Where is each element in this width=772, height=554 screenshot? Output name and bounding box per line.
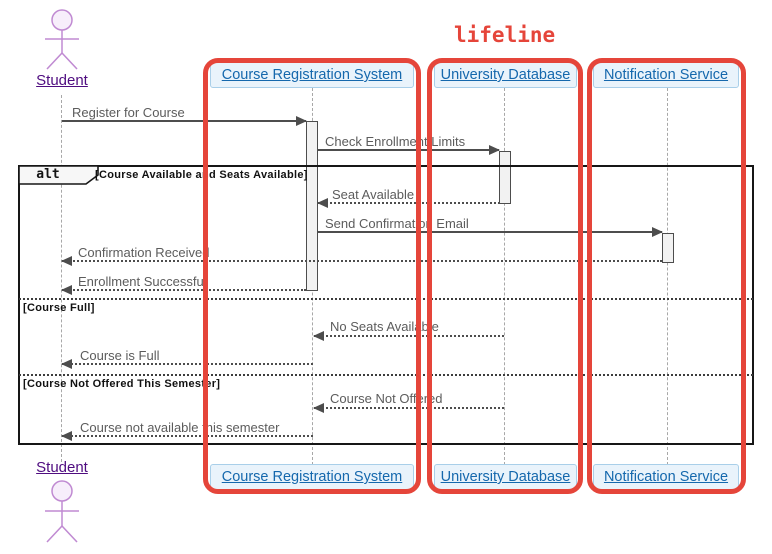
alt-divider-1 xyxy=(19,298,753,300)
arrowhead-icon xyxy=(489,145,500,155)
arrowhead-icon xyxy=(296,116,307,126)
lifeline-university-database xyxy=(504,88,505,465)
alt-condition-2: [Course Full] xyxy=(23,302,95,314)
message-arrow-course-not-offered xyxy=(313,403,504,413)
alt-divider-2 xyxy=(19,374,753,376)
message-label-no-seats-available: No Seats Available xyxy=(330,319,439,334)
student-label-top[interactable]: Student xyxy=(36,72,88,89)
participant-label[interactable]: Notification Service xyxy=(603,67,729,83)
participant-label[interactable]: University Database xyxy=(440,67,571,83)
message-arrow-seat-available xyxy=(317,198,500,208)
activation-university-database xyxy=(499,151,511,204)
lifeline-notification-service xyxy=(667,88,668,465)
arrowhead-icon xyxy=(313,331,324,341)
alt-fragment-frame xyxy=(18,165,754,445)
message-label-send-confirmation-email: Send Confirmation Email xyxy=(325,216,469,231)
participant-label[interactable]: Notification Service xyxy=(603,469,729,485)
message-arrow-no-seats-available xyxy=(313,331,504,341)
arrowhead-icon xyxy=(652,227,663,237)
participant-label[interactable]: University Database xyxy=(440,469,571,485)
message-arrow-enrollment-successful xyxy=(61,285,306,295)
arrowhead-icon xyxy=(61,256,72,266)
arrowhead-icon xyxy=(61,359,72,369)
message-arrow-register-for-course xyxy=(62,116,307,126)
student-actor-bottom-icon xyxy=(45,480,79,543)
participant-box-course-registration-system-bottom: Course Registration System xyxy=(210,464,414,490)
arrowhead-icon xyxy=(61,285,72,295)
alt-condition-1: [Course Available and Seats Available] xyxy=(95,169,308,181)
arrowhead-icon xyxy=(313,403,324,413)
lifeline-student xyxy=(61,95,62,462)
arrowhead-icon xyxy=(317,198,328,208)
alt-operator-tab xyxy=(18,165,99,185)
message-arrow-course-not-available xyxy=(61,431,313,441)
message-label-course-is-full: Course is Full xyxy=(80,348,160,363)
message-label-course-not-available: Course not available this semester xyxy=(80,420,280,435)
message-label-seat-available: Seat Available xyxy=(332,187,415,202)
participant-label[interactable]: Course Registration System xyxy=(221,469,403,485)
student-label-bottom[interactable]: Student xyxy=(36,459,88,476)
participant-label[interactable]: Course Registration System xyxy=(221,67,403,83)
message-label-confirmation-received: Confirmation Received xyxy=(78,245,210,260)
participant-box-university-database-top: University Database xyxy=(434,62,577,88)
participant-box-course-registration-system-top: Course Registration System xyxy=(210,62,414,88)
message-label-register-for-course: Register for Course xyxy=(72,105,185,120)
message-arrow-send-confirmation-email xyxy=(318,227,663,237)
message-label-check-enrollment-limits: Check Enrollment Limits xyxy=(325,134,466,149)
message-label-enrollment-successful: Enrollment Successful xyxy=(78,274,207,289)
activation-notification-service xyxy=(662,233,674,263)
arrowhead-icon xyxy=(61,431,72,441)
alt-condition-3: [Course Not Offered This Semester] xyxy=(23,378,221,390)
alt-operator-label: alt xyxy=(36,167,60,182)
message-label-course-not-offered: Course Not Offered xyxy=(330,391,443,406)
message-arrow-confirmation-received xyxy=(61,256,662,266)
message-arrow-course-is-full xyxy=(61,359,313,369)
lifeline-annotation-title: lifeline xyxy=(454,23,556,47)
participant-box-notification-service-bottom: Notification Service xyxy=(593,464,739,490)
participant-box-notification-service-top: Notification Service xyxy=(593,62,739,88)
message-arrow-check-enrollment-limits xyxy=(318,145,500,155)
participant-box-university-database-bottom: University Database xyxy=(434,464,577,490)
student-actor-top-icon xyxy=(45,9,79,70)
